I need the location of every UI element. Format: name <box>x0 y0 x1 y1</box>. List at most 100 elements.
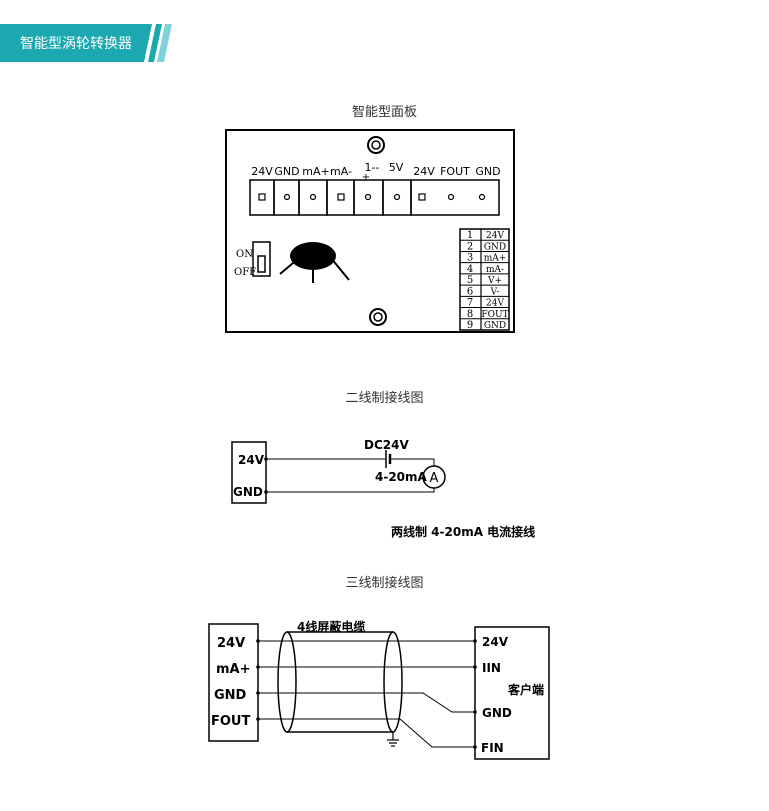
banner-stripe-1 <box>148 24 162 62</box>
plus-mark: + <box>362 172 370 183</box>
pin-round <box>393 193 401 201</box>
two-wire-caption: 二线制接线图 <box>345 391 424 406</box>
pin-label: GND <box>484 321 506 331</box>
pin-number: 4 <box>467 264 473 275</box>
dip-switch <box>252 241 271 277</box>
client-label: 客户端 <box>507 682 544 697</box>
pin-square <box>337 193 345 201</box>
pin-number: 8 <box>467 309 473 320</box>
banner-stripe-2 <box>157 24 172 62</box>
pin-label: GND <box>484 242 506 252</box>
client-block <box>474 626 550 760</box>
panel-caption: 智能型面板 <box>351 105 417 120</box>
two-wire-subtitle: 两线制 4-20mA 电流接线 <box>391 524 535 539</box>
pin-number: 1 <box>467 230 473 241</box>
pin-label: 24V <box>486 231 504 241</box>
terminal-label: mA- <box>330 165 352 178</box>
device-gnd-label: GND <box>233 485 263 499</box>
three-wire-caption: 三线制接线图 <box>345 576 424 591</box>
pin-square <box>418 193 426 201</box>
banner-background <box>0 24 152 62</box>
sensor-terminal-labels: 24V mA+ GND FOUT <box>211 636 251 729</box>
pin-number: 2 <box>467 241 473 252</box>
shield-end-right <box>383 631 403 733</box>
terminal-label: mA+ <box>302 165 329 178</box>
client-terminal-label: FIN <box>481 741 504 755</box>
sensor-terminal-label: mA+ <box>216 662 251 677</box>
pin-label: mA- <box>486 265 504 275</box>
pin-round <box>309 193 317 201</box>
client-terminal-label: 24V <box>482 635 509 649</box>
ground-icon <box>387 732 399 747</box>
sensor-terminal-label: 24V <box>217 636 245 651</box>
terminal-dot <box>473 710 477 714</box>
mount-screw-bottom-inner <box>373 312 383 322</box>
terminal-label: 5V <box>389 161 404 174</box>
pin-number: 3 <box>467 253 473 264</box>
pin-number: 5 <box>467 275 473 286</box>
terminal-labels: 24V GND mA+ mA- 1-- + 5V 24V FOUT GND <box>251 161 500 183</box>
device-24v-label: 24V <box>238 453 265 467</box>
pin-round <box>447 193 455 201</box>
dc-supply-label: DC24V <box>364 438 409 452</box>
mount-screw-top-inner <box>371 140 381 150</box>
terminal-label: 24V <box>251 165 273 178</box>
client-terminal-label: GND <box>482 706 512 720</box>
client-terminal-labels: 24V IIN GND FIN <box>481 635 512 755</box>
shield-end-left <box>277 631 297 733</box>
terminal-dot <box>256 717 260 721</box>
terminal-blocks <box>249 179 500 216</box>
pin-number: 9 <box>467 320 473 331</box>
pin-round <box>364 193 372 201</box>
switch-off-label: OFF <box>234 267 256 278</box>
device-block <box>231 441 267 504</box>
supply-wire-right <box>390 458 435 466</box>
current-label: 4-20mA <box>375 470 428 484</box>
cable-label: 4线屏蔽电缆 <box>297 619 365 634</box>
client-terminal-label: IIN <box>482 661 501 675</box>
adjust-knob <box>290 242 336 270</box>
pin-label: 24V <box>486 299 504 309</box>
pin-number: 6 <box>467 286 473 297</box>
mount-screw-bottom <box>369 308 387 326</box>
wire-fout <box>258 718 475 748</box>
dip-switch-lever <box>257 255 266 273</box>
terminal-dot <box>473 665 477 669</box>
panel-outline <box>225 129 515 333</box>
sensor-block <box>208 623 259 742</box>
pin-number: 7 <box>467 298 473 309</box>
pin-round <box>283 193 291 201</box>
pin-label: FOUT <box>481 310 508 320</box>
terminal-block-wide <box>410 179 500 216</box>
page-title: 智能型涡轮转换器 <box>20 36 132 52</box>
terminal-label: GND <box>475 165 500 178</box>
terminal-label: GND <box>274 165 299 178</box>
terminal-dot <box>473 745 477 749</box>
wire-terminal-dots <box>256 639 477 749</box>
pin-table-border <box>459 228 510 331</box>
terminal-dot <box>473 639 477 643</box>
sensor-terminal-label: GND <box>214 688 247 703</box>
terminal-label: 24V <box>413 165 435 178</box>
pin-label: V+ <box>487 276 502 286</box>
terminal-dot <box>256 665 260 669</box>
switch-on-label: ON <box>236 249 253 260</box>
banner-graphic <box>0 24 172 62</box>
pin-label: mA+ <box>484 254 507 264</box>
pin-square <box>258 193 266 201</box>
wire-gnd <box>258 692 475 713</box>
return-wire <box>266 488 435 493</box>
sensor-terminal-label: FOUT <box>211 714 250 729</box>
header-banner: 智能型涡轮转换器 <box>0 24 172 62</box>
terminal-label: 1-- <box>365 161 380 174</box>
terminal-label: FOUT <box>440 165 470 178</box>
terminal-dot <box>256 639 260 643</box>
cable-wires <box>258 640 475 748</box>
pin-label: V- <box>490 287 500 297</box>
terminal-dot <box>256 691 260 695</box>
